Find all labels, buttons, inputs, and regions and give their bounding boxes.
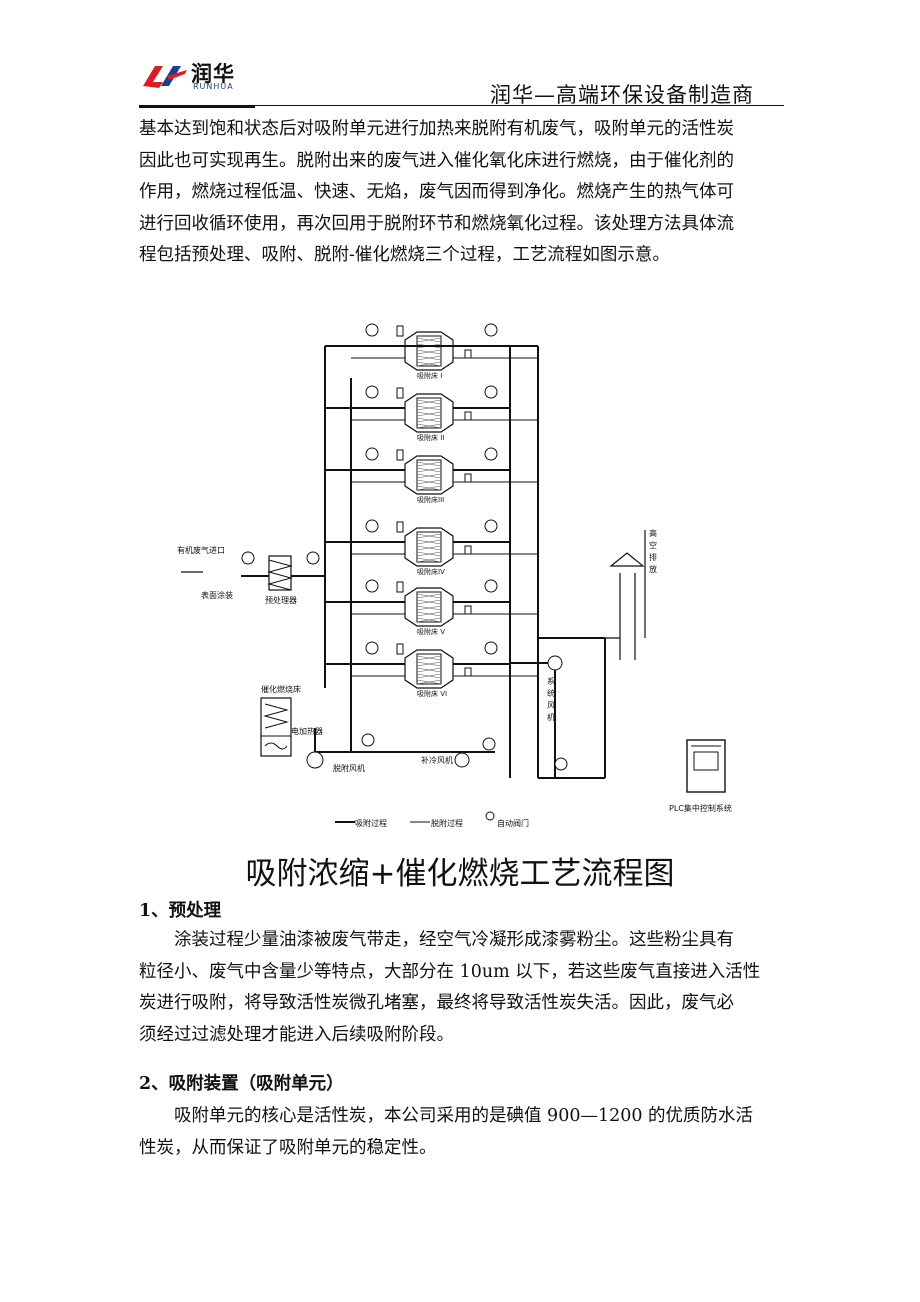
- motor-valve-icon: [484, 447, 498, 461]
- valve-actuator-icon: [396, 581, 404, 593]
- intro-line: 进行回收循环使用，再次回用于脱附环节和燃烧氧化过程。该处理方法具体流: [139, 213, 734, 234]
- motor-valve-icon: [365, 447, 379, 461]
- stack-label-2: 空: [649, 540, 657, 550]
- main-ducts: [241, 345, 606, 779]
- company-logo: 润华 RUNHUA: [139, 56, 257, 108]
- pretreatment-paragraph: 涂装过程少量油漆被废气带走，经空气冷凝形成漆雾粉尘。这些粉尘具有 粒径小、废气中…: [139, 925, 785, 1051]
- inlet-section: 有机废气进口 表面涂装 预处理器: [177, 545, 320, 605]
- desorb-fan-label: 脱附风机: [333, 763, 365, 773]
- adsorption-bed-label: 吸附床III: [417, 495, 444, 504]
- valve-actuator-icon: [464, 545, 472, 555]
- motor-valve-icon: [484, 385, 498, 399]
- carbon-bed-core: [416, 531, 442, 563]
- motor-valve-icon: [365, 323, 379, 337]
- system-fan-label-group: 系 统 风 机 高 空 排 放: [547, 528, 657, 722]
- pretreatment-line: 炭进行吸附，将导致活性炭微孔堵塞，最终将导致活性炭失活。因此，废气必: [139, 993, 734, 1013]
- header-slogan: 润华—高端环保设备制造商: [490, 83, 754, 107]
- adsorption-paragraph: 吸附单元的核心是活性炭，本公司采用的是碘值 900—1200 的优质防水活 性炭…: [139, 1101, 785, 1164]
- legend-desorb: 脱附过程: [431, 818, 463, 828]
- carbon-bed-core: [416, 653, 442, 685]
- process-flow-diagram: 吸附床 I 吸附床 II 吸附床III 吸附床IV 吸附床 V 吸附床 VI: [165, 308, 765, 838]
- valve-actuator-icon: [396, 643, 404, 655]
- adsorption-bed-label: 吸附床 VI: [417, 689, 447, 698]
- figure-title: 吸附浓缩+催化燃烧工艺流程图: [245, 856, 675, 892]
- motor-valve-icon: [484, 641, 498, 655]
- motor-valve-icon: [365, 579, 379, 593]
- stack-label-4: 放: [649, 564, 657, 574]
- plc-label: PLC集中控制系统: [669, 803, 732, 813]
- stack-lines: [555, 530, 646, 660]
- adsorption-bed-unit: 吸附床 V: [325, 579, 538, 636]
- section-heading-pretreatment: 1、预处理: [139, 901, 222, 921]
- adsorption-bed-unit: 吸附床 II: [325, 385, 538, 442]
- valve-actuator-icon: [464, 349, 472, 359]
- inlet-label: 有机废气进口: [177, 545, 225, 555]
- adsorption-bed-unit: 吸附床 VI: [325, 641, 538, 698]
- adsorption-bed-label: 吸附床 V: [417, 627, 445, 636]
- source-label: 表面涂装: [201, 590, 233, 600]
- system-fan-label-2: 统: [547, 688, 555, 698]
- logo-text-cn: 润华: [191, 62, 235, 86]
- logo-text-en: RUNHUA: [193, 82, 234, 91]
- pretreatment-line: 粒径小、废气中含量少等特点，大部分在 10um 以下，若这些废气直接进入活性: [139, 961, 761, 982]
- valve-actuator-icon: [464, 473, 472, 483]
- system-fan-label-1: 系: [547, 676, 555, 686]
- valve-actuator-icon: [464, 411, 472, 421]
- adsorption-bed-label: 吸附床 I: [417, 371, 442, 380]
- adsorption-line: 吸附单元的核心是活性炭，本公司采用的是碘值 900—1200 的优质防水活: [174, 1106, 754, 1126]
- valve-actuator-icon: [464, 667, 472, 677]
- carbon-bed-core: [416, 335, 442, 367]
- motor-valve-icon: [484, 579, 498, 593]
- adsorption-line: 性炭，从而保证了吸附单元的稳定性。: [139, 1137, 437, 1158]
- carbon-bed-core: [416, 459, 442, 491]
- intro-line: 程包括预处理、吸附、脱附-催化燃烧三个过程，工艺流程如图示意。: [139, 245, 670, 265]
- motor-valve-icon: [484, 519, 498, 533]
- valve-actuator-icon: [396, 325, 404, 337]
- legend-adsorb: 吸附过程: [355, 818, 387, 828]
- adsorption-bed-unit: 吸附床 I: [325, 323, 538, 380]
- page-header: 润华 RUNHUA 润华—高端环保设备制造商: [139, 48, 784, 108]
- plc-cabinet: PLC集中控制系统: [669, 739, 732, 813]
- runhua-logo-icon: [143, 66, 187, 88]
- diagram-legend: 吸附过程 脱附过程 自动阀门: [335, 811, 529, 828]
- motor-valve-icon: [365, 641, 379, 655]
- heater-label: 电加热器: [291, 726, 323, 736]
- motor-valve-icon: [484, 323, 498, 337]
- intro-paragraph: 基本达到饱和状态后对吸附单元进行加热来脱附有机废气，吸附单元的活性炭 因此也可实…: [139, 114, 785, 272]
- adsorption-bed-label: 吸附床IV: [417, 567, 445, 576]
- process-diagram-svg: 吸附床 I 吸附床 II 吸附床III 吸附床IV 吸附床 V 吸附床 VI: [177, 323, 732, 828]
- valve-actuator-icon: [396, 449, 404, 461]
- valve-actuator-icon: [396, 521, 404, 533]
- catalytic-label: 催化燃烧床: [261, 684, 301, 694]
- intro-line: 因此也可实现再生。脱附出来的废气进入催化氧化床进行燃烧，由于催化剂的: [139, 150, 734, 171]
- cool-fan-label: 补冷风机: [421, 755, 453, 765]
- motor-valve-icon: [365, 519, 379, 533]
- valve-actuator-icon: [464, 605, 472, 615]
- header-rule: [139, 105, 784, 106]
- intro-line: 基本达到饱和状态后对吸附单元进行加热来脱附有机废气，吸附单元的活性炭: [139, 119, 734, 139]
- pretreat-label: 预处理器: [265, 595, 297, 605]
- logo-underline: [139, 106, 255, 108]
- carbon-bed-core: [416, 591, 442, 623]
- adsorption-bed-unit: 吸附床IV: [325, 519, 538, 576]
- stack-label-3: 排: [649, 552, 657, 562]
- legend-valve: 自动阀门: [497, 818, 529, 828]
- section-heading-adsorption-unit: 2、吸附装置（吸附单元）: [139, 1074, 344, 1094]
- adsorption-bed-unit: 吸附床III: [325, 447, 538, 504]
- adsorption-bed-label: 吸附床 II: [417, 433, 444, 442]
- adsorption-beds: 吸附床 I 吸附床 II 吸附床III 吸附床IV 吸附床 V 吸附床 VI: [325, 323, 538, 698]
- catalytic-section: 催化燃烧床 电加热器 脱附风机 补冷风机: [260, 655, 568, 773]
- valve-actuator-icon: [396, 387, 404, 399]
- intro-line: 作用，燃烧过程低温、快速、无焰，废气因而得到净化。燃烧产生的热气体可: [139, 182, 734, 202]
- stack-label-1: 高: [649, 528, 657, 538]
- system-fan-label-4: 机: [547, 712, 555, 722]
- pretreatment-line: 涂装过程少量油漆被废气带走，经空气冷凝形成漆雾粉尘。这些粉尘具有: [174, 930, 734, 950]
- motor-valve-icon: [365, 385, 379, 399]
- pretreatment-line: 须经过过滤处理才能进入后续吸附阶段。: [139, 1024, 454, 1045]
- carbon-bed-core: [416, 397, 442, 429]
- system-fan-label-3: 风: [547, 701, 555, 710]
